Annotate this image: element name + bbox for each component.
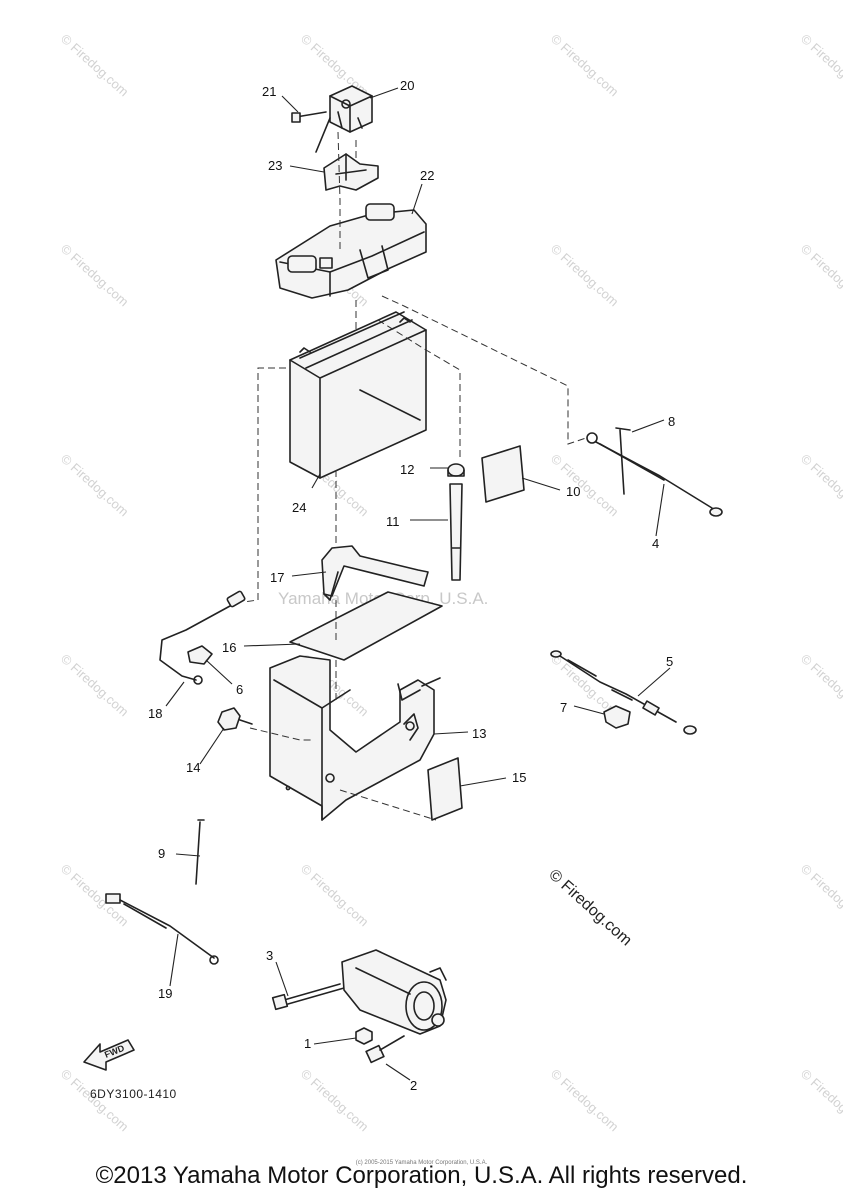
watermark-text: © Firedog.com bbox=[798, 451, 843, 519]
part-relay bbox=[315, 85, 373, 153]
watermark-text: © Firedog.com bbox=[58, 451, 132, 519]
callout-12: 12 bbox=[400, 462, 414, 477]
part-pad-10 bbox=[481, 445, 525, 503]
watermark-text: © Firedog.com bbox=[798, 31, 843, 99]
callout-23: 23 bbox=[268, 158, 282, 173]
callout-1: 1 bbox=[304, 1036, 311, 1051]
callout-2: 2 bbox=[410, 1078, 417, 1093]
callout-labels: 1 2 3 4 5 6 7 8 9 10 11 12 13 14 15 16 1… bbox=[148, 78, 675, 1093]
callout-4: 4 bbox=[652, 536, 659, 551]
watermark-layer: © Firedog.com © Firedog.com © Firedog.com ©… bbox=[58, 31, 843, 1134]
callout-20: 20 bbox=[400, 78, 414, 93]
callout-18: 18 bbox=[148, 706, 162, 721]
watermark-text: © Firedog.com bbox=[298, 861, 372, 929]
callout-10: 10 bbox=[566, 484, 580, 499]
watermark-text: © Firedog.com bbox=[58, 241, 132, 309]
part-boot-6 bbox=[187, 645, 213, 665]
watermark-text: © Firedog.com bbox=[298, 1066, 372, 1134]
part-starter-motor bbox=[341, 949, 447, 1035]
footer-copyright: ©2013 Yamaha Motor Corporation, U.S.A. A… bbox=[95, 1162, 748, 1189]
watermark-text: © Firedog.com bbox=[58, 651, 132, 719]
diagram-code: 6DY3100-1410 bbox=[90, 1087, 177, 1101]
tiny-copyright: (c) 2005-2015 Yamaha Motor Corporation, … bbox=[355, 1160, 488, 1166]
callout-13: 13 bbox=[472, 726, 486, 741]
part-plate-16 bbox=[289, 591, 443, 661]
part-tie-9 bbox=[195, 819, 205, 885]
callout-9: 9 bbox=[158, 846, 165, 861]
callout-3: 3 bbox=[266, 948, 273, 963]
part-bracket-23 bbox=[323, 153, 379, 191]
watermark-text: © Firedog.com bbox=[298, 31, 372, 99]
callout-14: 14 bbox=[186, 760, 200, 775]
part-tie-8 bbox=[615, 427, 631, 495]
part-battery-cover bbox=[275, 203, 427, 299]
part-boot-7 bbox=[603, 705, 631, 729]
callout-7: 7 bbox=[560, 700, 567, 715]
part-battery-box bbox=[269, 655, 441, 821]
part-cable-19 bbox=[105, 893, 219, 965]
part-bolt-2 bbox=[365, 1035, 405, 1064]
part-screw-21 bbox=[291, 111, 327, 123]
callout-22: 22 bbox=[420, 168, 434, 183]
callout-11: 11 bbox=[386, 514, 400, 529]
diagram-copyright: © Firedog.com bbox=[545, 866, 635, 949]
watermark-text: © Firedog.com bbox=[548, 1066, 622, 1134]
callout-17: 17 bbox=[270, 570, 284, 585]
watermark-text: © Firedog.com bbox=[798, 1066, 843, 1134]
callout-21: 21 bbox=[262, 84, 276, 99]
watermark-text: © Firedog.com bbox=[798, 651, 843, 719]
assembly-lines bbox=[243, 131, 587, 821]
part-plate-15 bbox=[427, 757, 463, 821]
watermark-text: © Firedog.com bbox=[798, 861, 843, 929]
watermark-text: © Firedog.com bbox=[798, 241, 843, 309]
watermark-text: © Firedog.com bbox=[58, 31, 132, 99]
callout-5: 5 bbox=[666, 654, 673, 669]
part-bolt-3 bbox=[271, 983, 345, 1011]
leader-lines bbox=[165, 87, 671, 1081]
part-nut-1 bbox=[355, 1027, 373, 1045]
part-bolt-14 bbox=[217, 707, 253, 731]
part-cable-4 bbox=[586, 432, 723, 517]
callout-6: 6 bbox=[236, 682, 243, 697]
watermark-text: © Firedog.com bbox=[548, 451, 622, 519]
callout-16: 16 bbox=[222, 640, 236, 655]
callout-19: 19 bbox=[158, 986, 172, 1001]
part-cap-12 bbox=[447, 463, 465, 477]
part-cable-5 bbox=[550, 650, 697, 735]
callout-15: 15 bbox=[512, 770, 526, 785]
part-tube-11 bbox=[449, 483, 463, 581]
callout-8: 8 bbox=[668, 414, 675, 429]
part-battery bbox=[289, 311, 427, 479]
part-strap-17 bbox=[321, 545, 429, 601]
watermark-text: © Firedog.com bbox=[548, 241, 622, 309]
part-cable-18 bbox=[159, 590, 246, 685]
fwd-arrow-icon: FWD bbox=[83, 1039, 135, 1071]
callout-24: 24 bbox=[292, 500, 306, 515]
watermark-text: © Firedog.com bbox=[548, 31, 622, 99]
